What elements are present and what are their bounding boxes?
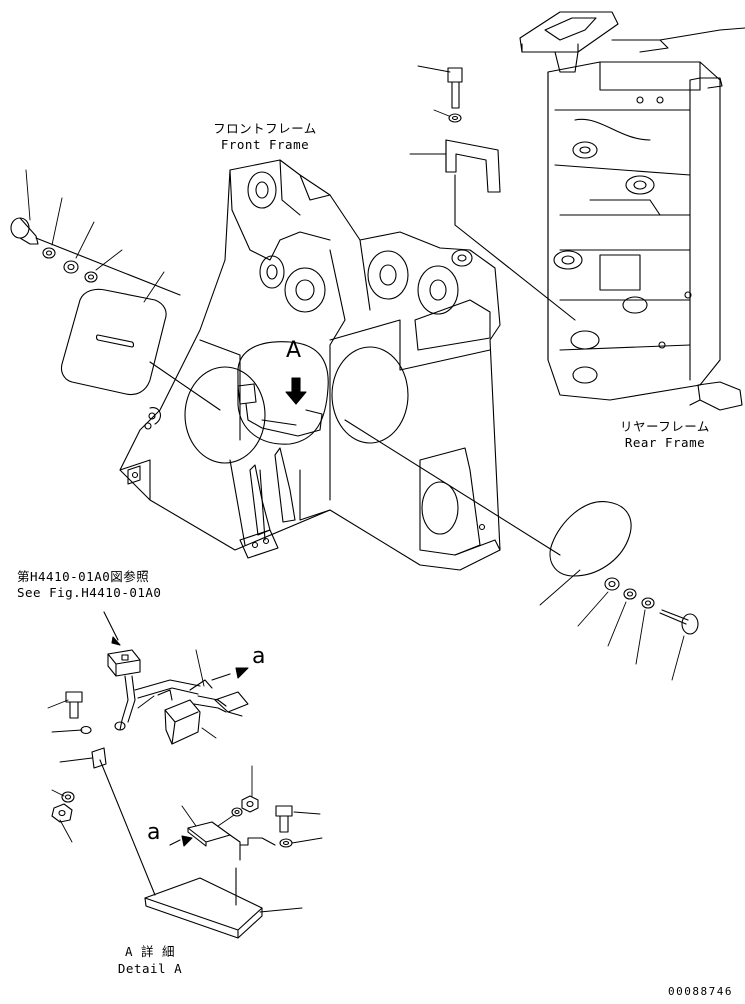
front-frame-label-en: Front Frame: [220, 137, 310, 152]
detail-a: [52, 612, 292, 938]
leader-lines: [26, 66, 684, 912]
bolt-set-left: [11, 218, 180, 295]
front-frame-label-jp: フロントフレーム: [213, 121, 317, 136]
drawing-number: 00088746: [668, 985, 733, 998]
connector-a-label-upper: a: [252, 644, 266, 669]
bolt-and-bracket: [446, 68, 575, 320]
front-frame: [120, 160, 500, 570]
detail-label-en: Detail A: [117, 961, 183, 976]
rear-frame-label-en: Rear Frame: [624, 435, 706, 450]
see-fig-label-jp: 第H4410-01A0図参照: [17, 569, 150, 584]
rear-frame: [520, 12, 745, 410]
cover-plate-right: [345, 420, 698, 634]
see-fig-label-en: See Fig.H4410-01A0: [17, 585, 162, 600]
rear-frame-label-jp: リヤーフレーム: [620, 419, 710, 434]
detail-label-jp: A 詳 細: [124, 944, 176, 959]
connector-a-label-lower: a: [147, 820, 161, 845]
cover-plate-left: [61, 289, 220, 410]
view-a-label: A: [286, 338, 302, 363]
